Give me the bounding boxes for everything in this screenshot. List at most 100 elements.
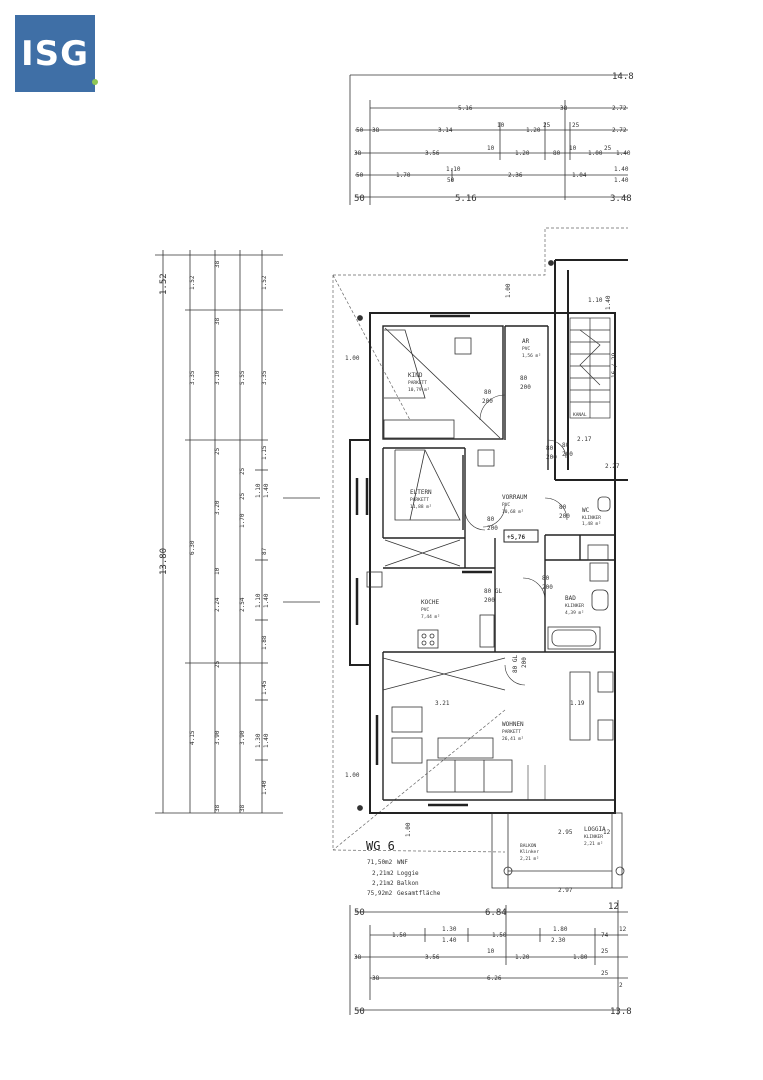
room-loggia-floor: KLINKER (584, 834, 603, 840)
top-dim-d7: 1.40 (614, 166, 629, 173)
door-label: 200 (559, 513, 570, 520)
bottom-dim: 50 (354, 1007, 365, 1017)
left-dim-9: 3.10 (214, 370, 221, 385)
unit-area-4-value: 75,92m2 (367, 890, 393, 897)
top-dim-d8: 1.40 (614, 177, 629, 184)
loggia-balkon (357, 260, 625, 889)
room-eltern-area: 11,88 m² (410, 504, 432, 510)
left-dim-18: 25 (239, 467, 246, 475)
room-kind-area: 10,79 m² (408, 387, 430, 393)
top-dim-b4: 10 (497, 122, 505, 129)
bottom-dim: 10 (487, 948, 495, 955)
bottom-dim: 2 (619, 982, 623, 989)
room-vorraum-name: VORRAUM (502, 494, 528, 501)
unit-area-3-value: 2,21m2 (372, 880, 394, 887)
misc-dim: 2.95 (558, 829, 573, 836)
left-dim-25: 3.35 (261, 370, 268, 385)
bottom-dim: 6.26 (487, 975, 502, 982)
left-dim-4: 3.35 (189, 370, 196, 385)
top-dim-e2: 5.16 (455, 194, 477, 204)
door-label: 80 (559, 504, 567, 511)
left-dim-2: 13.80 (159, 548, 169, 575)
furniture (366, 327, 614, 793)
bottom-dim: 25 (601, 970, 609, 977)
door-label: 200 (546, 454, 557, 461)
top-dim-e3: 3.48 (610, 194, 632, 204)
door-label: 200 (487, 525, 498, 532)
bottom-dim: 1.30 (442, 926, 457, 933)
unit-info: WG 6 71,50m2 WNF 2,21m2 Loggie 2,21m2 Ba… (366, 839, 441, 897)
top-dim-b2: 38 (372, 127, 380, 134)
room-bad-name: BAD (565, 595, 576, 602)
roof-outline (332, 227, 628, 853)
top-dim-a3: 2.72 (612, 105, 627, 112)
room-wc-area: 1,48 m² (582, 521, 601, 527)
left-dim-32: 1.88 (261, 635, 268, 650)
door-label: 80 GL (512, 655, 519, 673)
level-marker-box (503, 529, 539, 543)
room-wc-floor: KLINKER (582, 515, 601, 521)
room-wohnen-area: 26,41 m² (502, 736, 524, 742)
top-dim-c7: 1.00 (588, 150, 603, 157)
left-dim-6: 4.15 (189, 730, 196, 745)
misc-dim: 1.40 (605, 295, 612, 310)
top-dim-d6: 1.04 (572, 172, 587, 179)
door-label: 200 (562, 451, 573, 458)
bottom-dim: 50 (354, 908, 365, 918)
top-dim-b6: 25 (543, 122, 551, 129)
misc-dim: 1.00 (345, 772, 360, 779)
top-dim-d5: 2.36 (508, 172, 523, 179)
unit-area-2-label: Loggie (397, 870, 419, 877)
left-dimension-chains (155, 250, 320, 814)
interior-walls (382, 325, 615, 801)
bottom-dim: 38 (354, 954, 362, 961)
top-dim-b8: 2.72 (612, 127, 627, 134)
left-dim-31: 1.40 (263, 593, 270, 608)
room-vorraum-floor: PVC (502, 502, 510, 508)
room-balkon-area: 2,21 m² (520, 856, 539, 862)
room-balkon-floor: Klinker (520, 849, 539, 855)
misc-dim: 3.21 (435, 700, 450, 707)
left-dim-22: 3.90 (239, 730, 246, 745)
left-dim-16: 38 (214, 804, 221, 812)
room-ar-area: 1,56 m² (522, 353, 541, 359)
top-dim-d3: 1.10 (446, 166, 461, 173)
room-loggia-name: LOGGIA (584, 826, 606, 833)
bottom-dim: 1.20 (515, 954, 530, 961)
room-koche-floor: PVC (421, 607, 429, 613)
bottom-dim: 1.50 (392, 932, 407, 939)
room-balkon-name: BALKON (520, 843, 537, 849)
bottom-dim: 12 (619, 926, 627, 933)
bottom-dim: 3.56 (425, 954, 440, 961)
left-dim-8: 38 (214, 317, 221, 325)
misc-dim: 1.00 (345, 355, 360, 362)
top-dim-a1: 5.16 (458, 105, 473, 112)
bottom-dim-labels: 50 6.84 12 1.50 1.30 1.40 1.50 1.80 2.30… (354, 902, 632, 1017)
left-dim-28: 1.40 (263, 483, 270, 498)
bottom-dim: 13.8 (610, 1007, 632, 1017)
room-bad-floor: KLINKER (565, 603, 584, 609)
left-dim-10: 25 (214, 447, 221, 455)
door-label: 80 GL (484, 588, 502, 595)
room-loggia-area: 2,21 m² (584, 841, 603, 847)
top-dim-c2: 3.56 (425, 150, 440, 157)
left-dim-5: 6.30 (189, 540, 196, 555)
room-koche-name: KOCHE (421, 599, 439, 606)
misc-dim: 1.00 (505, 283, 512, 298)
bottom-dim: 74 (601, 932, 609, 939)
bottom-dimension-chains (349, 900, 628, 1015)
left-dim-26: 1.15 (261, 445, 268, 460)
misc-dim: 12 (603, 829, 611, 836)
left-dim-33: 1.45 (261, 680, 268, 695)
left-dim-11: 3.20 (214, 500, 221, 515)
misc-dim: 2.97 (558, 887, 573, 894)
left-dim-30: 1.10 (255, 593, 262, 608)
room-bad-area: 4,39 m² (565, 610, 584, 616)
door-label: 80 (520, 375, 528, 382)
stair-label: 16 / 29 (611, 352, 618, 378)
left-dim-15: 3.90 (214, 730, 221, 745)
room-ar-floor: PVC (522, 346, 530, 352)
door-label: 80 (542, 575, 550, 582)
door-label: 80 (484, 389, 492, 396)
left-dim-24: 1.52 (261, 275, 268, 290)
